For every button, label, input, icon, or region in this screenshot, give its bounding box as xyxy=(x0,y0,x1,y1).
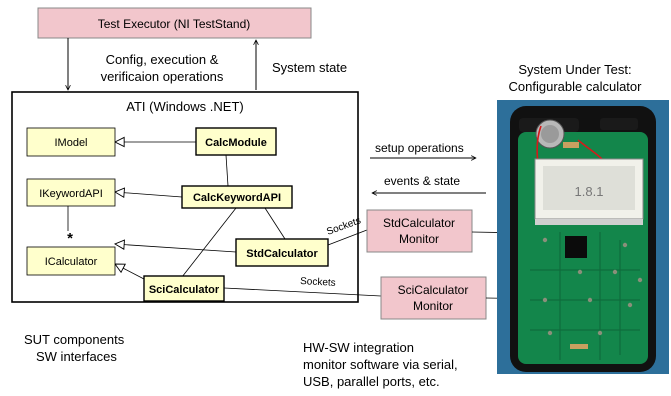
icalculator-box xyxy=(26,246,116,276)
sut-components-line2: SW interfaces xyxy=(36,349,117,364)
std-monitor-line1: StdCalculator xyxy=(383,216,455,230)
std-monitor-box xyxy=(366,209,473,253)
config-label-line2: verificaion operations xyxy=(101,69,224,84)
std-monitor-line2: Monitor xyxy=(399,232,439,246)
sci-socket-line xyxy=(223,287,382,297)
calcmodule-calckeywordapi-link xyxy=(225,154,229,187)
sci-monitor-line2: Monitor xyxy=(413,299,453,313)
sut-title-line1: System Under Test: xyxy=(518,62,631,77)
sci-socket-label: Sockets xyxy=(300,276,336,289)
config-label-line1: Config, execution & xyxy=(106,52,219,67)
imodel-label: IModel xyxy=(54,137,87,149)
hwsw-line2: monitor software via serial, xyxy=(303,357,458,372)
stdcalculator-label: StdCalculator xyxy=(246,248,318,260)
resistor-icon xyxy=(563,142,579,148)
chip-blob xyxy=(565,236,587,258)
test-executor-box xyxy=(37,7,312,39)
hwsw-line3: USB, parallel ports, etc. xyxy=(303,374,440,389)
multiplicity-marker: * xyxy=(67,230,73,247)
sci-monitor-line1: SciCalculator xyxy=(398,283,469,297)
calckeywordapi-box xyxy=(181,185,293,209)
ikeywordapi-label: IKeywordAPI xyxy=(39,188,103,200)
events-state-label: events & state xyxy=(384,174,460,188)
sut-components-line1: SUT components xyxy=(24,332,125,347)
ati-title: ATI (Windows .NET) xyxy=(126,99,244,114)
calckeywordapi-scicalculator-link xyxy=(181,207,237,278)
imodel-box xyxy=(26,127,116,157)
sut-title-line2: Configurable calculator xyxy=(509,79,643,94)
stdcalculator-implements-icalculator xyxy=(115,244,237,253)
diode-icon xyxy=(570,344,588,349)
calckeywordapi-implements-ikeywordapi xyxy=(115,192,183,197)
test-executor-label: Test Executor (NI TestStand) xyxy=(98,17,251,31)
lcd-digits: 1.8.1 xyxy=(575,184,604,199)
sci-monitor-box xyxy=(380,276,487,320)
setup-operations-label: setup operations xyxy=(375,141,464,155)
icalculator-label: ICalculator xyxy=(45,256,98,268)
hwsw-line1: HW-SW integration xyxy=(303,340,414,355)
calcmodule-label: CalcModule xyxy=(205,137,267,149)
system-state-label: System state xyxy=(272,60,347,75)
calculator-photo: 1.8.1 xyxy=(497,100,669,374)
calckeywordapi-stdcalculator-link xyxy=(264,207,286,240)
ikeywordapi-box xyxy=(26,178,116,207)
calcmodule-box xyxy=(195,127,277,156)
calckeywordapi-label: CalcKeywordAPI xyxy=(193,192,281,204)
scicalculator-label: SciCalculator xyxy=(149,284,220,296)
scicalculator-implements-icalculator xyxy=(115,264,145,280)
scicalculator-box xyxy=(143,275,225,302)
lcd-connector xyxy=(535,219,643,225)
stdcalculator-box xyxy=(235,238,329,267)
